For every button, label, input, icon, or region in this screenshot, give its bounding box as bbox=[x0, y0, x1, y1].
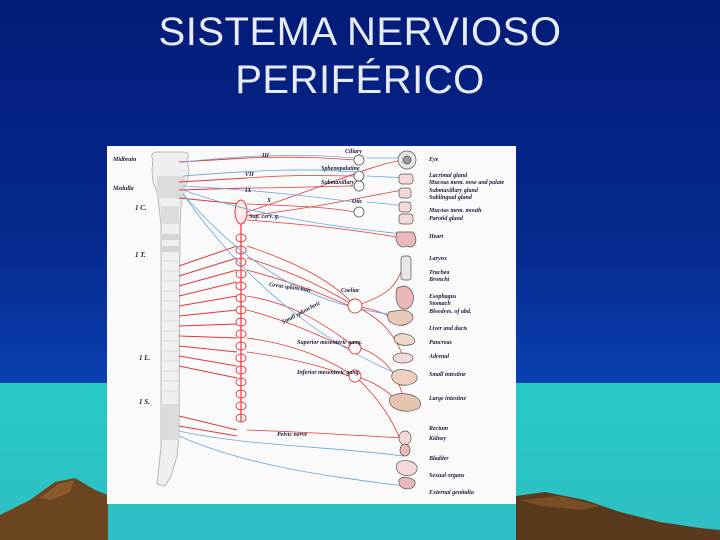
organ-label: Bladder bbox=[428, 456, 449, 462]
organ-label: Small intestine bbox=[429, 372, 466, 378]
organ-label: Sublingual gland bbox=[429, 195, 473, 201]
label-inf-mesenteric: Inferior mesenteric gang. bbox=[296, 370, 361, 376]
label-midbrain: Midbrain bbox=[112, 157, 137, 163]
organ-label: Lacrimal gland bbox=[428, 173, 468, 179]
label-sphenopalatine: Sphenopalatine bbox=[321, 166, 360, 172]
label-cn-vii: VII bbox=[245, 172, 254, 178]
label-sup-cerv: Sup. cerv. g. bbox=[249, 214, 280, 220]
label-ciliary: Ciliary bbox=[345, 149, 362, 155]
label-cn-x: X bbox=[266, 198, 272, 204]
label-cn-iii: III bbox=[261, 153, 270, 159]
organ-label: Bronchi bbox=[428, 277, 450, 283]
organ-label: Esophagus bbox=[428, 294, 457, 300]
blue-fibers bbox=[178, 154, 408, 487]
spinal-cord-column bbox=[151, 151, 248, 487]
label-great-splanchnic: Great splanchnic bbox=[269, 282, 312, 294]
label-medulla: Medulla bbox=[112, 186, 134, 192]
organ-label: Submaxillary gland bbox=[429, 188, 479, 194]
abdominal-ganglia bbox=[347, 298, 363, 383]
label-cn-ix: IX bbox=[244, 188, 252, 194]
cranial-ganglia bbox=[353, 154, 365, 218]
label-t1: 1 T. bbox=[135, 251, 146, 259]
organ-label: Mucous mem. mouth bbox=[428, 208, 482, 214]
organ-label: Large intestine bbox=[428, 396, 467, 402]
red-fibers bbox=[246, 156, 404, 447]
label-c1: 1 C. bbox=[135, 204, 147, 212]
organ-label: Eye bbox=[428, 157, 439, 163]
organ-label: Larynx bbox=[428, 256, 447, 262]
title-line-2: PERIFÉRICO bbox=[235, 58, 485, 102]
autonomic-nervous-system-diagram: Midbrain Medulla 1 C. 1 T. 1 L. 1 S. bbox=[107, 146, 516, 504]
organ-label: Adrenal bbox=[428, 354, 449, 360]
organ-pictograms bbox=[387, 150, 421, 490]
label-s1: 1 S. bbox=[139, 398, 150, 406]
mountain-left bbox=[0, 478, 108, 540]
organ-label: Parotid gland bbox=[429, 216, 464, 222]
label-l1: 1 L. bbox=[139, 354, 151, 362]
organ-label: Stomach bbox=[429, 301, 451, 307]
organ-label: External genitalia bbox=[428, 490, 474, 496]
organ-label: Trachea bbox=[429, 270, 449, 276]
organ-label: Heart bbox=[428, 234, 444, 240]
organ-label: Sexual organs bbox=[429, 473, 465, 479]
label-submaxillary: Submaxillary bbox=[321, 180, 355, 186]
organ-label: Kidney bbox=[428, 436, 447, 442]
organ-labels: Eye Lacrimal gland Mucous mem. nose and … bbox=[428, 157, 505, 496]
label-pelvic-nerve: Pelvic nerve bbox=[277, 432, 307, 438]
slide-title: SISTEMA NERVIOSO PERIFÉRICO bbox=[0, 8, 720, 104]
label-coeliac: Coeliac bbox=[341, 288, 360, 294]
organ-label: Bloodves. of abd. bbox=[428, 309, 472, 315]
organ-label: Rectum bbox=[428, 426, 448, 432]
label-sup-mesenteric: Superior mesenteric gang. bbox=[297, 340, 363, 346]
title-line-1: SISTEMA NERVIOSO bbox=[158, 10, 562, 54]
label-otic: Otic bbox=[352, 199, 363, 205]
organ-label: Liver and ducts bbox=[428, 326, 468, 332]
organ-label: Mucous mem. nose and palate bbox=[428, 180, 505, 186]
organ-label: Pancreas bbox=[429, 340, 453, 346]
